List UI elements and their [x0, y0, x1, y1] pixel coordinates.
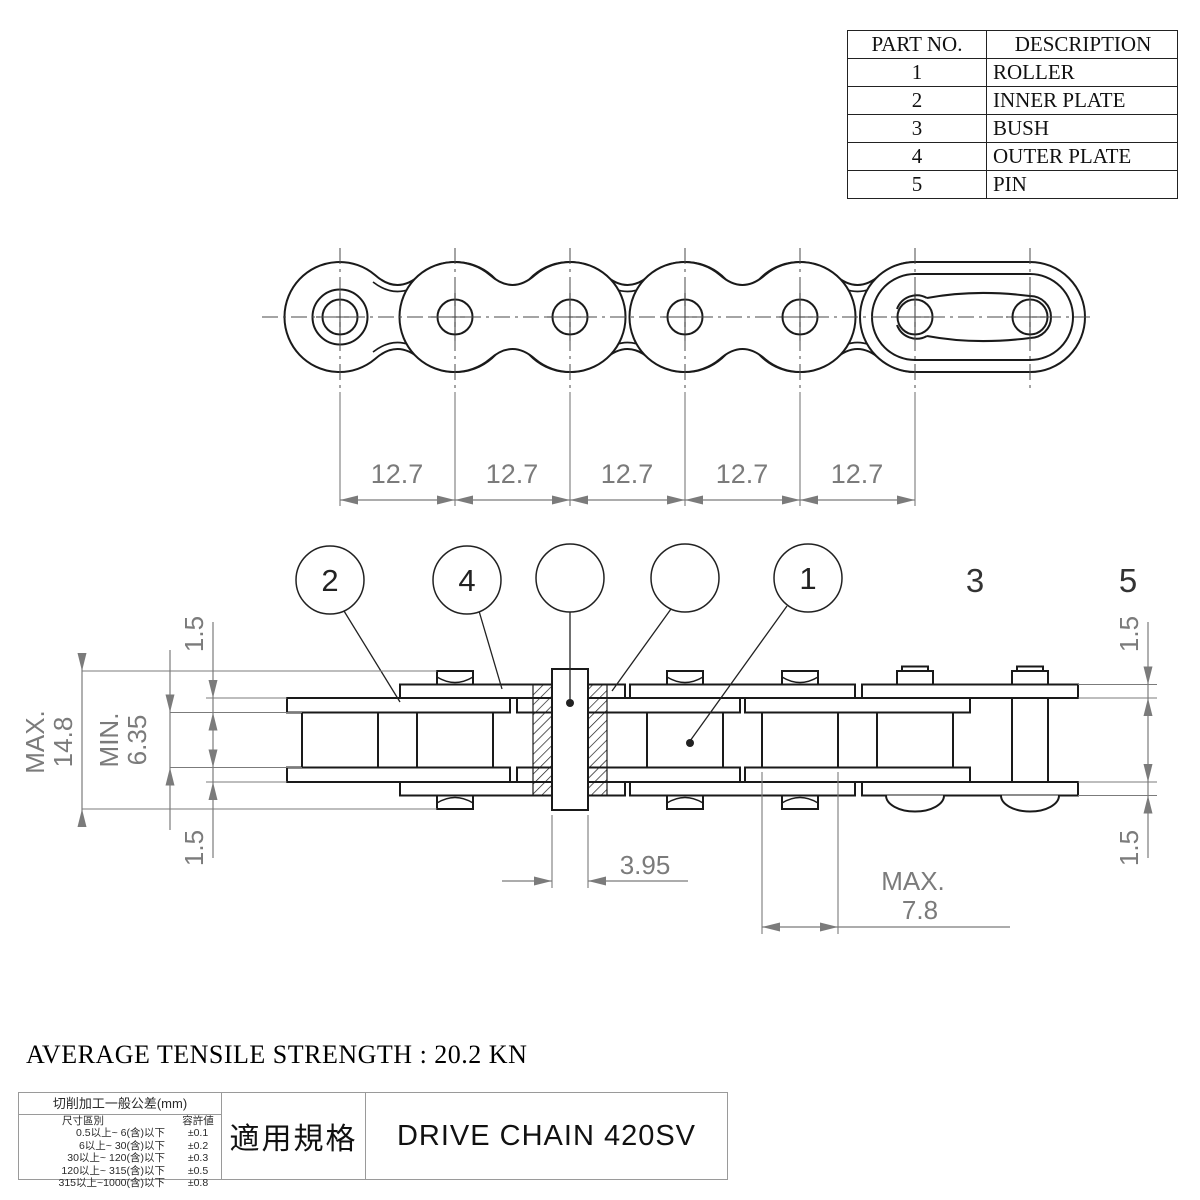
label-bush-number: 3 — [966, 562, 984, 599]
tol-range-4: 120以上~ 315(含)以下 — [61, 1164, 165, 1177]
dim-pin-dia: 3.95 — [620, 850, 671, 880]
dim-plate-bottom-left: 1.5 — [179, 830, 209, 866]
bush-section-left — [532, 683, 553, 797]
dim-plate-top-right: 1.5 — [1114, 616, 1144, 652]
part-desc-outer-plate: OUTER PLATE — [986, 142, 1178, 171]
tolerance-subheader: 尺寸區別 容許値 — [19, 1115, 221, 1127]
pitch-dimensions: 12.7 12.7 12.7 12.7 12.7 — [339, 392, 916, 506]
balloon-inner-plate — [295, 545, 365, 615]
dim-inner-label: MIN. — [94, 713, 124, 768]
standard-value: DRIVE CHAIN 420SV — [396, 1119, 697, 1152]
balloon-bush — [650, 543, 720, 613]
table-row: 4 OUTER PLATE — [847, 142, 1178, 171]
tol-val-4: ±0.5 — [187, 1164, 209, 1177]
dim-plate-top-left: 1.5 — [179, 616, 209, 652]
table-row: 2 INNER PLATE — [847, 86, 1178, 115]
parts-table: PART NO. DESCRIPTION 1 ROLLER 2 INNER PL… — [847, 30, 1178, 199]
balloon-label-2: 2 — [321, 563, 338, 598]
tolerance-row: 120以上~ 315(含)以下 ±0.5 — [19, 1165, 221, 1177]
tol-val-3: ±0.3 — [187, 1152, 209, 1165]
tolerance-col-value: 容許値 — [182, 1115, 214, 1127]
tol-range-5: 315以上~1000(含)以下 — [58, 1177, 165, 1190]
tol-range-1: 0.5以上~ 6(含)以下 — [76, 1127, 165, 1140]
part-desc-inner-plate: INNER PLATE — [986, 86, 1178, 115]
balloon-label-1: 1 — [799, 561, 816, 596]
standard-label: 適用規格 — [221, 1093, 366, 1179]
leader-dot-pin — [566, 699, 574, 707]
balloon-roller — [773, 543, 843, 613]
part-desc-bush: BUSH — [986, 114, 1178, 143]
outer-links — [398, 261, 857, 373]
chain-plan-view — [286, 665, 1079, 813]
table-row: 5 PIN — [847, 170, 1178, 199]
tolerance-col-label: 尺寸區別 — [62, 1115, 104, 1127]
rollers — [301, 711, 954, 769]
balloon-pin — [535, 543, 605, 613]
parts-header-partno: PART NO. — [847, 30, 987, 59]
balloon-label-4: 4 — [458, 563, 475, 598]
dim-roller-label: MAX. — [881, 866, 945, 896]
part-desc-pin: PIN — [986, 170, 1178, 199]
bush-section-right — [587, 683, 608, 797]
plan-dimensions: MAX. 14.8 MIN. 6.35 1.5 1.5 1.5 1.5 3.95… — [20, 616, 1157, 934]
parts-table-header-row: PART NO. DESCRIPTION — [847, 30, 1178, 59]
part-no-3: 3 — [847, 114, 987, 143]
title-block: 切削加工一般公差(mm) 尺寸區別 容許値 0.5以上~ 6(含)以下 ±0.1… — [18, 1092, 728, 1189]
pin-heads — [436, 665, 1060, 813]
dim-inner-value: 6.35 — [122, 715, 152, 766]
dim-overall-value: 14.8 — [48, 717, 78, 768]
pitch-dim-4: 12.7 — [716, 459, 769, 489]
pitch-dim-1: 12.7 — [371, 459, 424, 489]
tolerance-row: 0.5以上~ 6(含)以下 ±0.1 — [19, 1127, 221, 1139]
tol-val-2: ±0.2 — [187, 1139, 209, 1152]
chain-side-view — [262, 248, 1090, 388]
pitch-dim-3: 12.7 — [601, 459, 654, 489]
tensile-strength-note: AVERAGE TENSILE STRENGTH : 20.2 KN — [26, 1040, 528, 1069]
part-no-4: 4 — [847, 142, 987, 171]
dim-overall-label: MAX. — [20, 710, 50, 774]
centerlines — [262, 248, 1090, 388]
tolerance-row: 30以上~ 120(含)以下 ±0.3 — [19, 1152, 221, 1164]
tolerance-table: 切削加工一般公差(mm) 尺寸區別 容許値 0.5以上~ 6(含)以下 ±0.1… — [19, 1093, 221, 1189]
part-no-2: 2 — [847, 86, 987, 115]
dim-plate-bottom-right: 1.5 — [1114, 830, 1144, 866]
tolerance-row: 315以上~1000(含)以下 ±0.8 — [19, 1177, 221, 1189]
leader-dot-roller — [686, 739, 694, 747]
part-no-5: 5 — [847, 170, 987, 199]
tol-range-3: 30以上~ 120(含)以下 — [67, 1152, 165, 1165]
part-desc-roller: ROLLER — [986, 58, 1178, 87]
tol-val-1: ±0.1 — [187, 1127, 209, 1140]
table-row: 3 BUSH — [847, 114, 1178, 143]
tolerance-row: 6以上~ 30(含)以下 ±0.2 — [19, 1140, 221, 1152]
dim-roller-value: 7.8 — [902, 895, 938, 925]
tol-val-5: ±0.8 — [187, 1177, 209, 1190]
inner-plates — [286, 697, 971, 783]
parts-header-description: DESCRIPTION — [986, 30, 1178, 59]
table-row: 1 ROLLER — [847, 58, 1178, 87]
label-pin-number: 5 — [1119, 562, 1137, 599]
part-no-1: 1 — [847, 58, 987, 87]
pitch-dim-2: 12.7 — [486, 459, 539, 489]
pin-body — [1011, 697, 1049, 783]
tolerance-title: 切削加工一般公差(mm) — [19, 1093, 221, 1115]
pitch-dim-5: 12.7 — [831, 459, 884, 489]
tol-range-2: 6以上~ 30(含)以下 — [78, 1139, 165, 1152]
balloon-outer-plate — [432, 545, 502, 615]
balloon-callouts: 2 4 1 3 5 — [295, 543, 1137, 747]
